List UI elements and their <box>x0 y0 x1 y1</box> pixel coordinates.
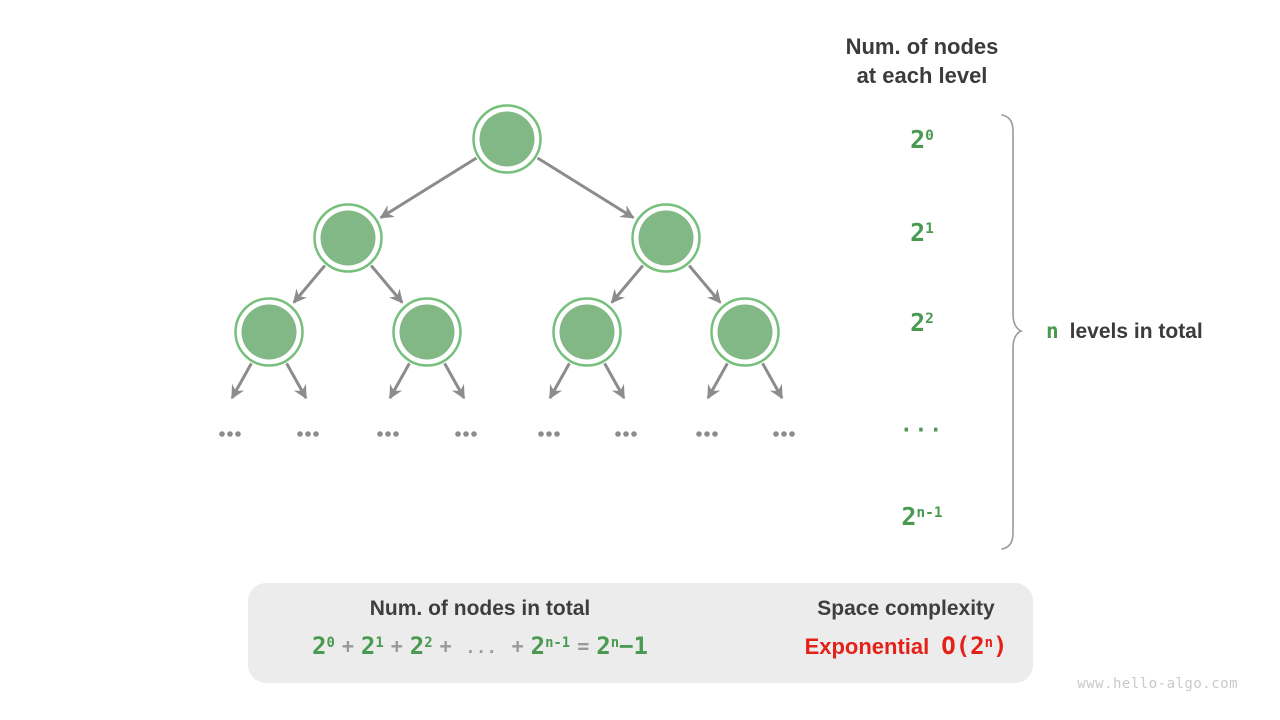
n-variable: n <box>1046 319 1059 343</box>
level-count-header: Num. of nodes at each level <box>800 32 1044 90</box>
level-ellipsis: ··· <box>900 418 944 442</box>
complexity-result: Exponential O(2n) <box>778 629 1034 667</box>
level-label: 21 <box>910 218 934 247</box>
brace-label-text: levels in total <box>1069 320 1203 343</box>
brace-label: n levels in total <box>1046 317 1266 346</box>
formula: 20+21+22+...+2n-1=2n−1 <box>312 632 648 660</box>
level-label: 2n-1 <box>901 502 943 531</box>
complexity-word: Exponential <box>804 634 930 659</box>
level-label: 22 <box>910 308 934 337</box>
watermark: www.hello-algo.com <box>1077 676 1238 692</box>
curly-brace <box>1001 114 1023 550</box>
leaf-ellipses <box>219 431 795 437</box>
header-line-2: at each level <box>856 63 988 88</box>
summary-box <box>248 583 1033 683</box>
tree-edges <box>230 156 784 400</box>
space-complexity-title: Space complexity <box>817 597 995 620</box>
tree-nodes <box>234 104 780 367</box>
total-nodes-title: Num. of nodes in total <box>369 597 591 620</box>
level-label: 20 <box>910 125 934 154</box>
complexity-value: O(2n) <box>941 632 1008 660</box>
header-line-1: Num. of nodes <box>845 34 999 59</box>
